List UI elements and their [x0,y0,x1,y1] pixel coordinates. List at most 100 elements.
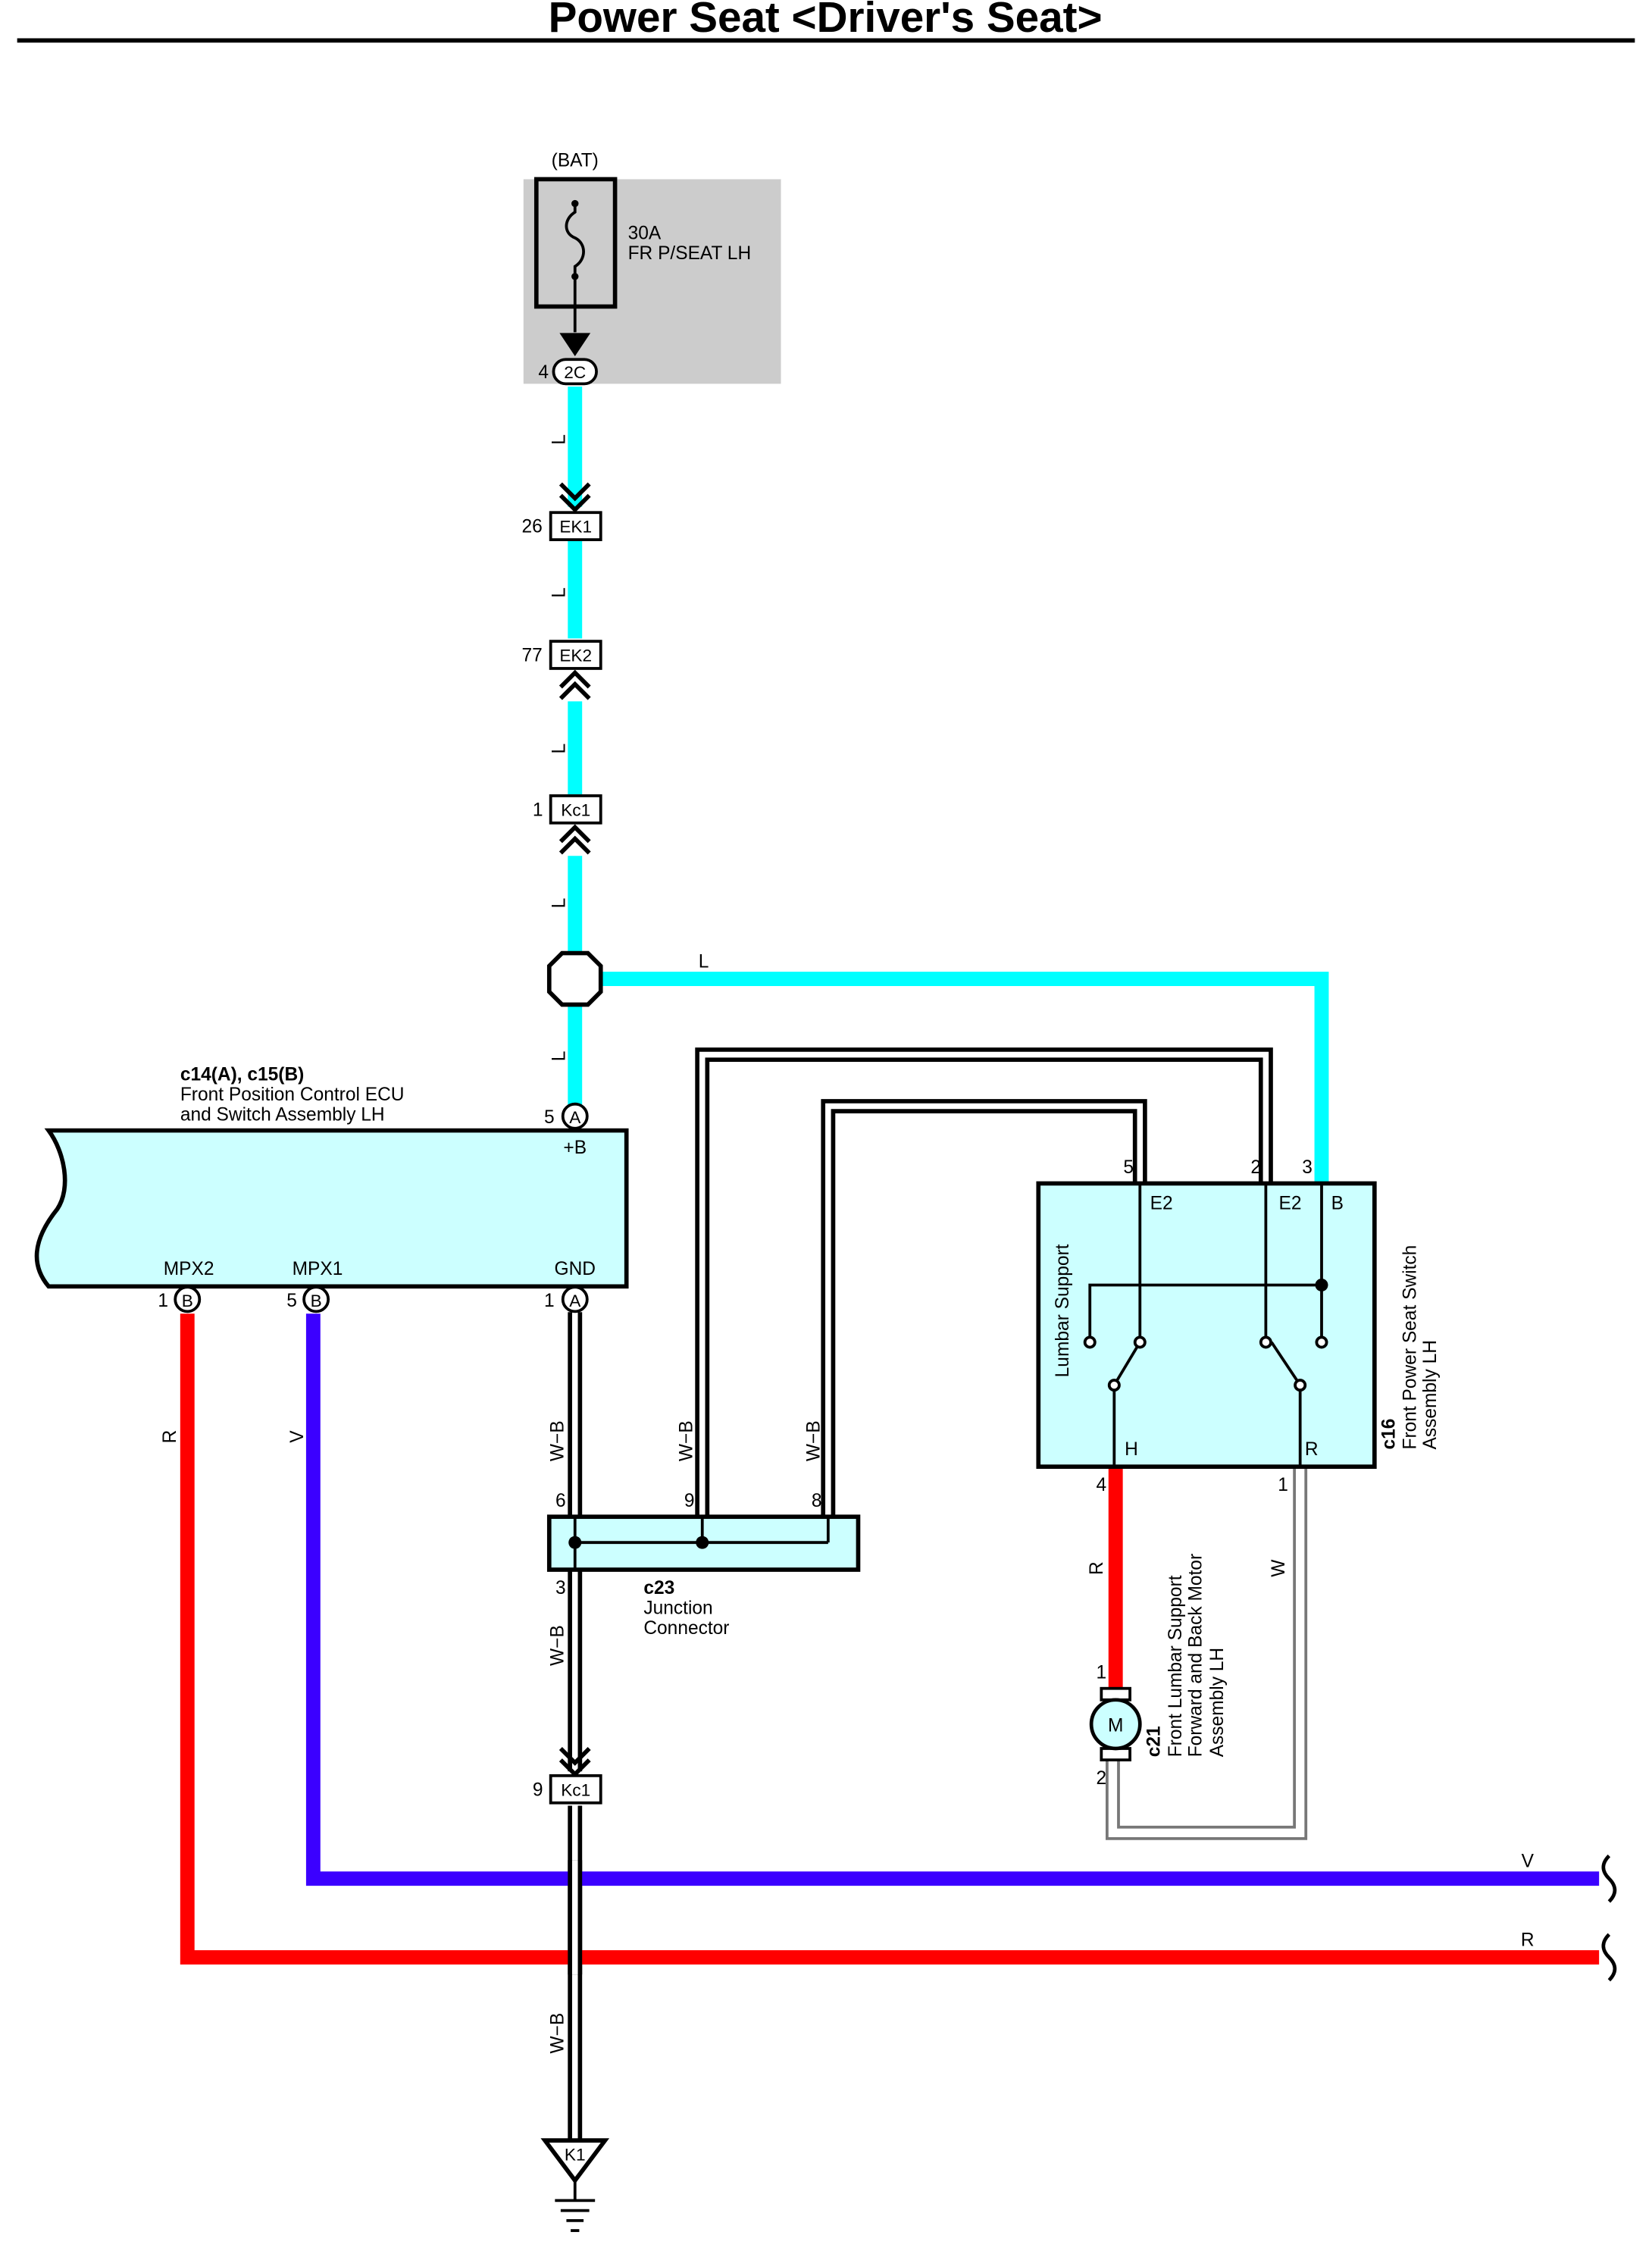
arrow-down-icon [559,333,591,356]
svg-text:9: 9 [684,1491,695,1511]
page-title: Power Seat <Driver's Seat> [549,0,1103,41]
motor-icon [1089,1698,1142,1751]
fuse-block: (BAT) 30A FR P/SEAT LH 2C 4 [523,150,781,386]
wire-label-r: R [1521,1930,1535,1950]
wire-label-wb: W−B [804,1420,824,1461]
ecu-pin-plus-b [561,1102,589,1130]
svg-text:77: 77 [521,646,542,666]
splice-point [546,950,603,1007]
junction-code: c23 [643,1578,674,1598]
motor-name-line3: Assembly LH [1207,1648,1228,1757]
svg-text:6: 6 [555,1491,566,1511]
wire-label-wb: W−B [677,1420,697,1461]
wire-label-w: W [1269,1559,1289,1577]
connector-ek1: EK1 26 [521,482,602,541]
svg-text:8: 8 [812,1491,822,1511]
svg-text:A: A [569,1291,581,1310]
fuse-rating: 30A [628,224,662,244]
wire-label-l: L [549,434,570,445]
svg-text:EK2: EK2 [559,646,592,665]
svg-text:4: 4 [1097,1475,1107,1495]
svg-text:B: B [1331,1193,1344,1213]
svg-text:M: M [1108,1715,1123,1736]
ecu-pin-mpx1 [302,1285,330,1313]
wire-label-wb: W−B [548,2013,568,2054]
ground-k1: K1 [540,2138,610,2232]
wire-v-mpx1 [305,1313,1600,1886]
connector-kc1-bottom: Kc1 9 [533,1746,602,1805]
motor-lumbar-support: 1 2 M c21 Front Lumbar Support Forward a… [1089,1554,1228,1789]
switch-name-line1: Front Power Seat Switch [1400,1245,1421,1450]
connector-kc1-top: Kc1 1 [533,794,602,855]
svg-text:Kc1: Kc1 [561,1780,590,1799]
wire-label-v: V [1522,1852,1535,1872]
svg-text:R: R [1305,1439,1319,1460]
ecu-front-position-control: c14(A), c15(B) Front Position Control EC… [34,1065,629,1313]
switch-inner-label: Lumbar Support [1053,1244,1073,1377]
wire-label-v: V [287,1430,308,1443]
svg-text:K1: K1 [565,2146,586,2165]
motor-code: c21 [1144,1726,1165,1757]
svg-text:1: 1 [544,1291,555,1311]
motor-name-line1: Front Lumbar Support [1165,1575,1186,1757]
switch-front-power-seat: 5 2 3 4 1 E2 E2 B H R Lumbar Support [1036,1157,1441,1495]
svg-text:5: 5 [544,1107,555,1128]
svg-text:1: 1 [1278,1475,1288,1495]
wire-l-main [568,387,1329,1185]
wire-label-l: L [699,951,709,972]
wire-label-l: L [549,1051,570,1062]
wire-label-r: R [160,1430,180,1444]
wire-w-lumbar-r [1105,1468,1308,1840]
wire-label-r: R [1087,1561,1107,1575]
switch-code: c16 [1378,1419,1399,1450]
switch-name-line2: Assembly LH [1420,1340,1441,1449]
svg-text:5: 5 [1123,1157,1134,1178]
svg-text:5: 5 [286,1291,297,1311]
svg-text:+B: +B [563,1138,587,1158]
wire-label-l: L [549,898,570,909]
svg-text:Kc1: Kc1 [561,800,590,819]
ecu-pin-gnd [561,1285,589,1313]
fuse-source-label: (BAT) [552,150,599,171]
wire-break-v [1601,1854,1617,1903]
junction-name-line2: Connector [643,1618,729,1639]
fuse-box-background [523,179,781,384]
fuse-name: FR P/SEAT LH [628,243,752,264]
wire-wb-e2-right [695,1047,1273,1517]
wire-label-wb: W−B [548,1420,568,1461]
chevron-up-icon [558,669,591,700]
ecu-pin-mpx2 [174,1285,202,1313]
svg-text:1: 1 [533,800,543,820]
svg-text:1: 1 [158,1291,168,1311]
ecu-code: c14(A), c15(B) [180,1065,304,1085]
wire-break-r [1601,1933,1617,1982]
svg-text:MPX2: MPX2 [164,1259,214,1279]
fuse-connector-2c [552,358,598,386]
svg-text:2: 2 [1250,1157,1261,1178]
junction-name-line1: Junction [643,1598,712,1619]
fuse-icon [565,200,585,278]
chevron-up-icon [558,824,591,855]
ecu-name-line1: Front Position Control ECU [180,1085,405,1105]
svg-text:3: 3 [555,1578,566,1598]
svg-text:2: 2 [1097,1768,1107,1789]
svg-text:EK1: EK1 [559,518,592,537]
svg-text:GND: GND [555,1259,596,1279]
ground-icon [555,2199,596,2232]
svg-text:MPX1: MPX1 [293,1259,343,1279]
motor-name-line2: Forward and Back Motor [1185,1554,1206,1757]
svg-text:9: 9 [533,1780,543,1800]
svg-text:B: B [182,1291,193,1310]
svg-text:3: 3 [1302,1157,1313,1178]
fuse-pin: 4 [538,362,549,383]
svg-text:A: A [569,1108,581,1127]
junction-connector-c23: 6 9 8 3 c23 Junction Connector [546,1491,861,1639]
wire-label-wb: W−B [548,1625,568,1666]
svg-text:E2: E2 [1150,1193,1173,1213]
connector-ek2: EK2 77 [521,640,602,700]
svg-text:E2: E2 [1278,1193,1301,1213]
switch-contacts [1088,1185,1323,1469]
ecu-name-line2: and Switch Assembly LH [180,1104,385,1125]
chevron-down-icon [558,482,591,513]
